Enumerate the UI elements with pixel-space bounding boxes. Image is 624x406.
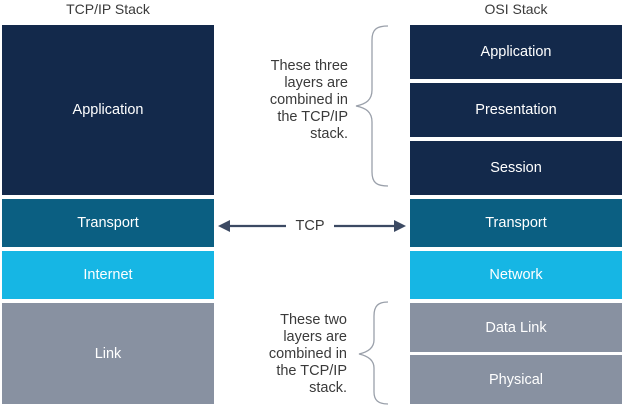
osi-layer-session: Session — [410, 141, 622, 195]
osi-layer-application: Application — [410, 25, 622, 79]
brace-top — [355, 25, 389, 187]
osi-layer-physical: Physical — [410, 355, 622, 404]
combined-layers-note-bottom: These two layers are combined in the TCP… — [240, 312, 347, 397]
tcpip-layer-application: Application — [2, 25, 214, 195]
tcpip-layer-transport: Transport — [2, 199, 214, 247]
note-line: combined in — [268, 346, 347, 362]
osi-layer-transport: Transport — [410, 199, 622, 247]
note-line: stack. — [309, 380, 347, 396]
tcpip-layer-link: Link — [2, 303, 214, 404]
brace-bottom — [358, 301, 389, 405]
osi-stack-heading: OSI Stack — [484, 1, 548, 17]
note-line: the TCP/IP — [277, 109, 348, 125]
combined-layers-note-top: These three layers are combined in the T… — [240, 58, 348, 143]
tcp-label: TCP — [295, 218, 325, 234]
note-line: combined in — [269, 92, 348, 108]
note-line: layers are — [283, 329, 347, 345]
tcp-arrow-right-head — [394, 220, 406, 232]
note-line: These three — [270, 58, 348, 74]
note-line: These two — [280, 312, 347, 328]
note-line: layers are — [284, 75, 348, 91]
osi-layer-network: Network — [410, 251, 622, 299]
tcpip-layer-internet: Internet — [2, 251, 214, 299]
note-line: the TCP/IP — [276, 363, 347, 379]
tcp-arrow-left-head — [218, 220, 230, 232]
note-line: stack. — [310, 126, 348, 142]
osi-layer-presentation: Presentation — [410, 83, 622, 137]
osi-layer-data-link: Data Link — [410, 303, 622, 352]
tcpip-stack-heading: TCP/IP Stack — [66, 1, 150, 17]
